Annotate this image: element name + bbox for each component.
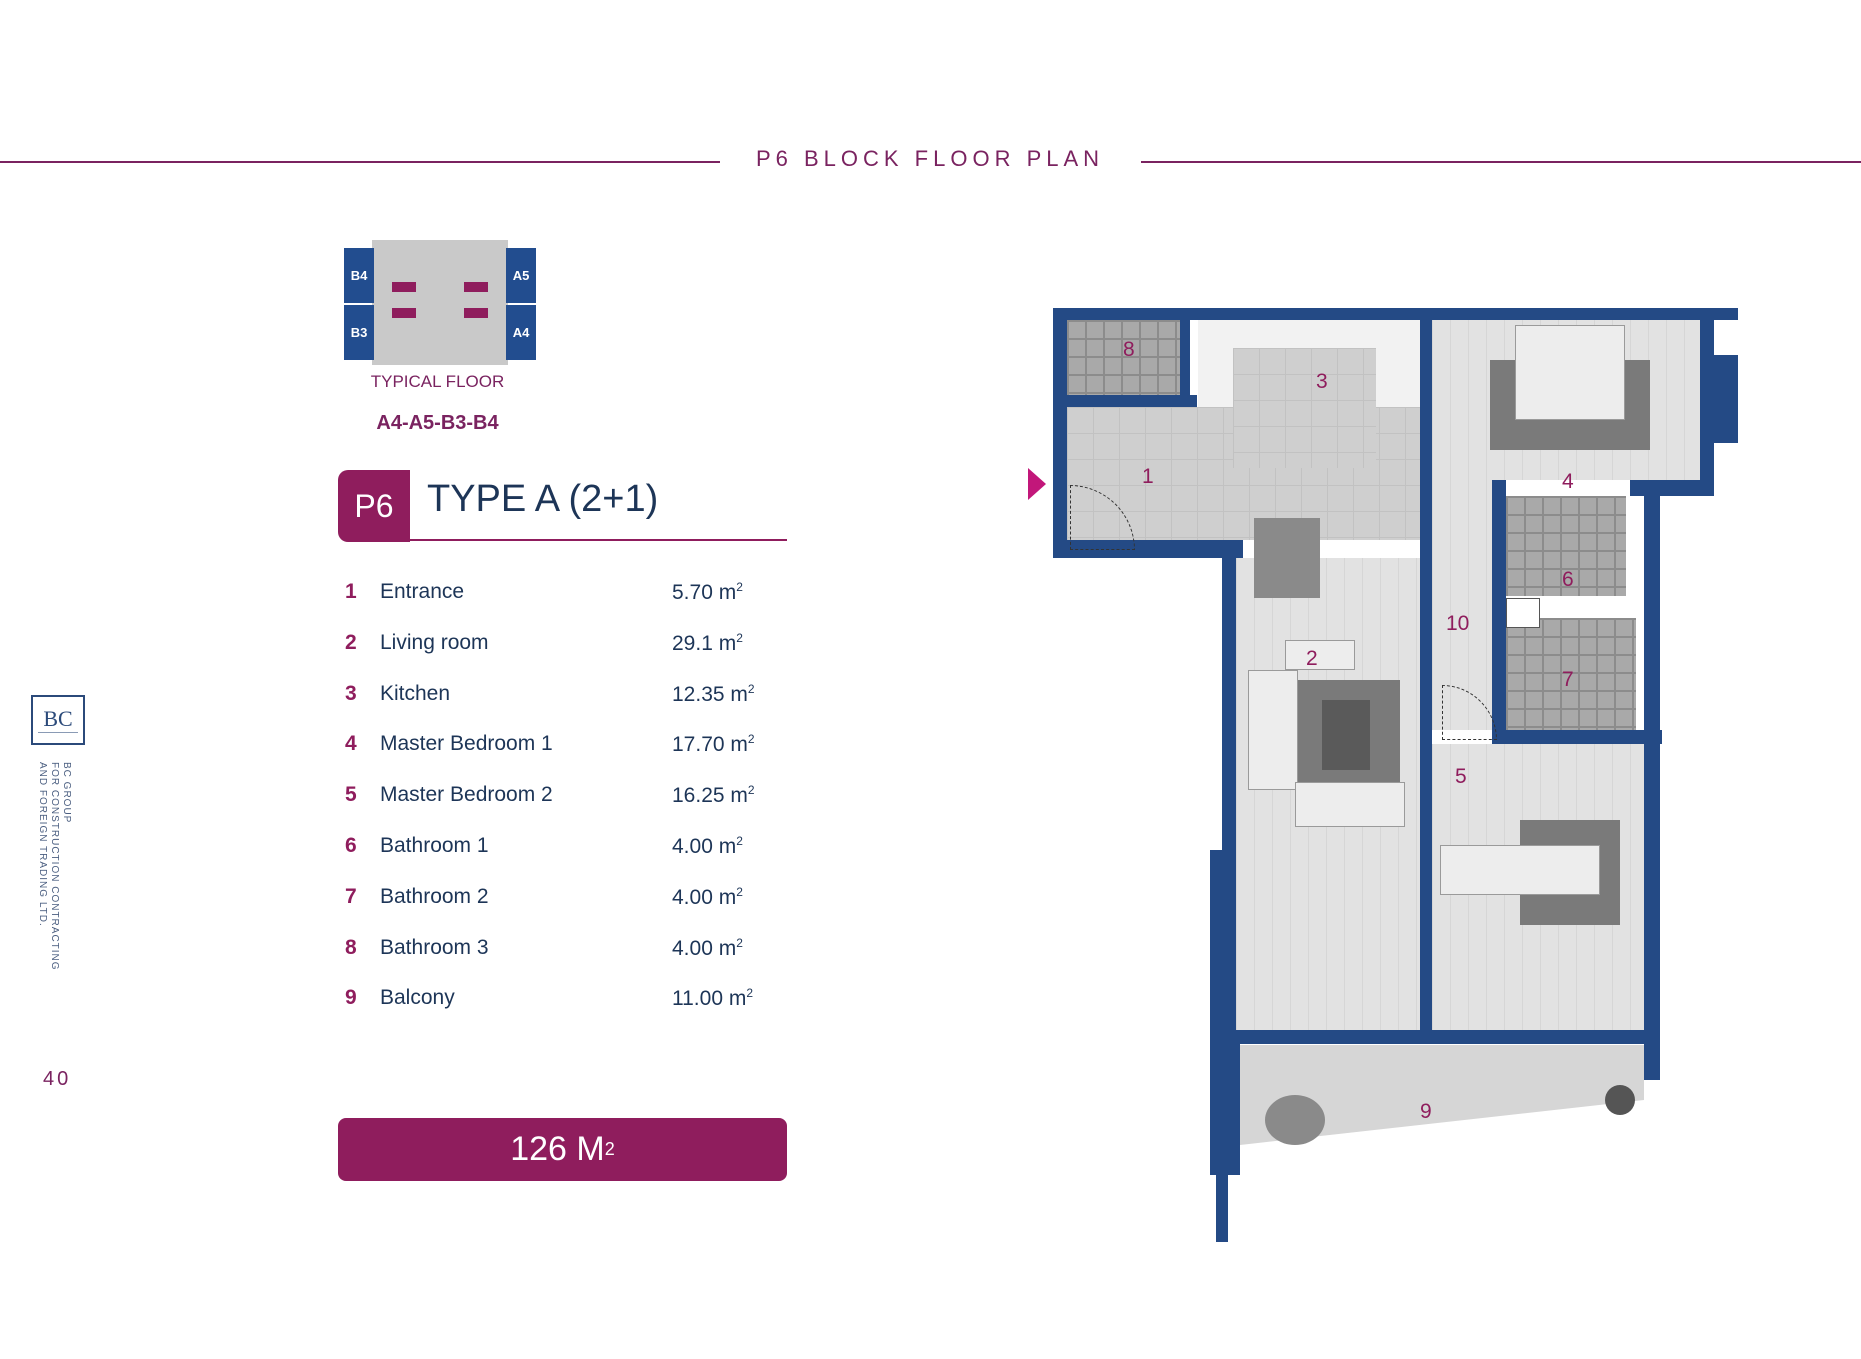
room-area: 4.00 m2 xyxy=(672,935,743,960)
key-plan-wing-a5: A5 xyxy=(506,248,536,303)
room-number: 4 xyxy=(345,732,357,756)
room-name: Bathroom 2 xyxy=(380,884,489,908)
shaft xyxy=(1506,598,1540,628)
brand-text: BC GROUP FOR CONSTRUCTION CONTRACTING AN… xyxy=(37,762,72,971)
key-plan-wing-b3: B3 xyxy=(344,305,374,360)
room-area: 4.00 m2 xyxy=(672,833,743,858)
key-plan-units: A4-A5-B3-B4 xyxy=(376,412,499,434)
room-bathroom-2 xyxy=(1506,618,1636,730)
room-area: 4.00 m2 xyxy=(672,884,743,909)
room-number: 7 xyxy=(345,884,357,908)
room-number: 5 xyxy=(345,783,357,807)
floor-plan: 1 2 3 4 5 6 7 8 9 10 xyxy=(1028,300,1750,1242)
type-badge: P6 xyxy=(338,470,410,542)
room-area: 11.00 m2 xyxy=(672,986,754,1011)
plan-label-9: 9 xyxy=(1420,1100,1432,1123)
plan-label-3: 3 xyxy=(1316,370,1328,393)
bc-logo: BC xyxy=(31,695,85,745)
room-name: Living room xyxy=(380,630,489,654)
plan-label-6: 6 xyxy=(1562,568,1574,591)
key-plan-caption: TYPICAL FLOOR xyxy=(370,372,505,391)
room-name: Master Bedroom 1 xyxy=(380,732,553,756)
plan-label-8: 8 xyxy=(1123,338,1135,361)
room-row: 3 Kitchen 12.35 m2 xyxy=(345,682,785,733)
key-plan-wing-a4: A4 xyxy=(506,305,536,360)
key-plan-diagram: B4 A5 B3 A4 xyxy=(340,240,540,365)
plan-label-1: 1 xyxy=(1142,465,1154,488)
plan-label-2: 2 xyxy=(1306,647,1318,670)
room-row: 9 Balcony 11.00 m2 xyxy=(345,986,785,1037)
room-bathroom-1 xyxy=(1506,496,1626,596)
type-underline xyxy=(410,539,787,541)
room-name: Bathroom 3 xyxy=(380,935,489,959)
room-area: 17.70 m2 xyxy=(672,732,755,757)
room-row: 5 Master Bedroom 2 16.25 m2 xyxy=(345,783,785,834)
plan-label-5: 5 xyxy=(1455,765,1467,788)
room-row: 8 Bathroom 3 4.00 m2 xyxy=(345,936,785,987)
room-number: 8 xyxy=(345,935,357,959)
room-number: 1 xyxy=(345,580,357,603)
room-number: 6 xyxy=(345,833,357,857)
header-rule-left xyxy=(0,161,720,163)
room-name: Entrance xyxy=(380,580,465,603)
page-number: 40 xyxy=(43,1068,72,1090)
header-rule-right xyxy=(1141,161,1861,163)
room-row: 2 Living room 29.1 m2 xyxy=(345,631,785,682)
type-title: TYPE A (2+1) xyxy=(427,478,659,520)
plan-label-4: 4 xyxy=(1562,470,1574,493)
room-area: 16.25 m2 xyxy=(672,783,755,808)
page-title: P6 BLOCK FLOOR PLAN xyxy=(755,146,1105,171)
room-row: 6 Bathroom 1 4.00 m2 xyxy=(345,834,785,885)
room-name: Master Bedroom 2 xyxy=(380,783,553,807)
room-area: 29.1 m2 xyxy=(672,630,743,655)
room-area: 5.70 m2 xyxy=(672,580,743,604)
plan-label-7: 7 xyxy=(1562,668,1574,691)
entry-arrow-icon xyxy=(1028,468,1046,500)
room-row: 7 Bathroom 2 4.00 m2 xyxy=(345,885,785,936)
room-number: 2 xyxy=(345,630,357,654)
room-name: Balcony xyxy=(380,986,455,1010)
room-row: 4 Master Bedroom 1 17.70 m2 xyxy=(345,732,785,783)
key-plan-wing-b4: B4 xyxy=(344,248,374,303)
room-number: 9 xyxy=(345,986,357,1010)
room-bathroom-3 xyxy=(1067,320,1180,395)
room-area-list: 1 Entrance 5.70 m2 2 Living room 29.1 m2… xyxy=(345,580,785,1037)
room-area: 12.35 m2 xyxy=(672,681,755,706)
room-row: 1 Entrance 5.70 m2 xyxy=(345,580,785,631)
room-number: 3 xyxy=(345,681,357,705)
room-name: Bathroom 1 xyxy=(380,833,489,857)
plan-label-10: 10 xyxy=(1446,612,1470,635)
room-name: Kitchen xyxy=(380,681,451,705)
